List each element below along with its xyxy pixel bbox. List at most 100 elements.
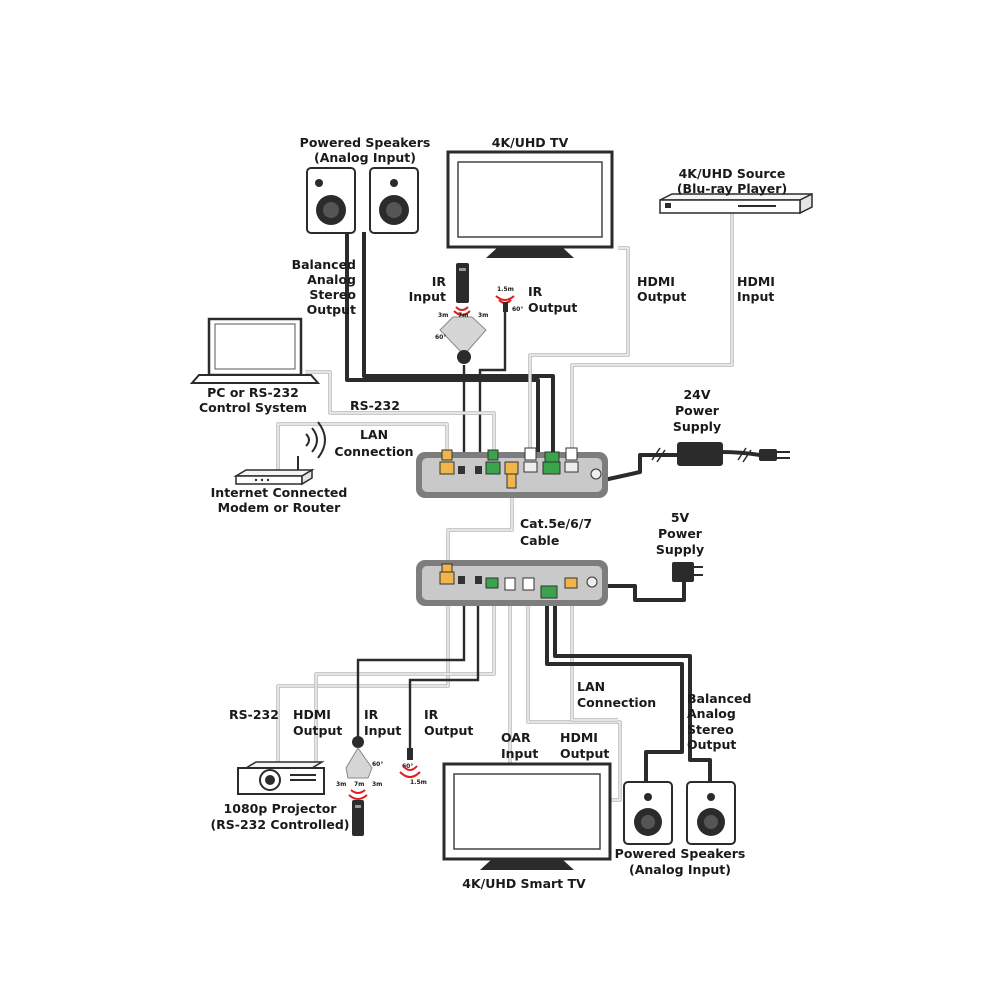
- label-ir-input-top: IR Input: [409, 274, 447, 304]
- svg-text:Output: Output: [687, 737, 736, 752]
- svg-text:IR: IR: [424, 707, 439, 722]
- svg-text:60°: 60°: [512, 306, 523, 313]
- label-cat-cable: Cat.5e/6/7 Cable: [520, 516, 592, 548]
- svg-text:HDMI: HDMI: [293, 707, 331, 722]
- bluray-player: [659, 192, 813, 215]
- svg-text:Analog: Analog: [687, 706, 736, 721]
- receiver-unit: [416, 560, 608, 606]
- top-left-speaker: [306, 167, 356, 234]
- ir-emitter-bottom: 60° 1.5m: [399, 748, 427, 786]
- svg-text:3m: 3m: [478, 312, 488, 319]
- svg-text:Output: Output: [528, 300, 577, 315]
- top-tv: [446, 150, 614, 258]
- svg-text:Connection: Connection: [577, 695, 656, 710]
- svg-text:1080p Projector: 1080p Projector: [224, 801, 338, 816]
- label-projector: 1080p Projector (RS-232 Controlled): [210, 801, 349, 832]
- svg-text:Stereo: Stereo: [309, 287, 356, 302]
- svg-text:Input: Input: [364, 723, 401, 738]
- svg-text:Output: Output: [560, 746, 609, 761]
- cable-bottom-right-speaker: [553, 600, 712, 784]
- svg-text:HDMI: HDMI: [560, 730, 598, 745]
- svg-text:IR: IR: [432, 274, 447, 289]
- label-hdmi-output-top: HDMI Output: [637, 274, 686, 304]
- svg-text:Powered Speakers: Powered Speakers: [615, 846, 746, 861]
- label-balanced-top: Balanced Analog Stereo Output: [292, 257, 357, 317]
- label-smart-tv: 4K/UHD Smart TV: [462, 876, 586, 891]
- label-rs232-top: RS-232: [350, 398, 400, 413]
- audio-out-port: [542, 461, 561, 475]
- svg-text:Output: Output: [293, 723, 342, 738]
- cable-bottom-ir-output: [408, 600, 480, 748]
- svg-text:(RS-232 Controlled): (RS-232 Controlled): [210, 817, 349, 832]
- power-supply-5v: [672, 562, 703, 582]
- ir-signal-icon: [453, 306, 471, 316]
- bottom-speakers: [623, 781, 736, 845]
- svg-text:7m: 7m: [354, 781, 364, 788]
- bottom-right-speaker: [686, 781, 736, 845]
- cable-5v-power: [600, 580, 686, 602]
- svg-text:(Blu-ray Player): (Blu-ray Player): [677, 181, 787, 196]
- svg-text:(Analog Input): (Analog Input): [314, 150, 416, 165]
- svg-text:Output: Output: [307, 302, 356, 317]
- svg-text:3m: 3m: [438, 312, 448, 319]
- smart-tv: [442, 762, 612, 870]
- svg-text:Powered Speakers: Powered Speakers: [300, 135, 431, 150]
- label-ir-output-bottom: IR Output: [424, 707, 473, 738]
- svg-text:1.5m: 1.5m: [497, 286, 514, 293]
- svg-text:Analog: Analog: [307, 272, 356, 287]
- lan-port: [439, 461, 455, 475]
- ir-input-port: [458, 466, 465, 474]
- cable-bottom-left-speaker: [545, 600, 684, 784]
- svg-text:Stereo: Stereo: [687, 722, 734, 737]
- svg-text:Power: Power: [658, 526, 703, 541]
- cable-24v-plug: [721, 450, 761, 457]
- ir-signal-icon: [495, 295, 515, 304]
- label-bottom-speakers: Powered Speakers (Analog Input): [615, 846, 746, 877]
- svg-text:HDMI: HDMI: [737, 274, 775, 289]
- power-port: [590, 468, 602, 480]
- label-power-24v: 24V Power Supply: [673, 387, 721, 434]
- ir-emitter-top: 1.5m 60°: [495, 286, 523, 313]
- svg-text:Balanced: Balanced: [292, 257, 356, 272]
- transmitter-unit: [416, 447, 608, 498]
- top-right-speaker: [369, 167, 419, 234]
- svg-text:Input: Input: [501, 746, 538, 761]
- ir-signal-icon: [348, 789, 368, 800]
- svg-text:1.5m: 1.5m: [410, 779, 427, 786]
- rs232-port: [485, 461, 501, 475]
- svg-text:3m: 3m: [372, 781, 382, 788]
- cable-bottom-ir-input: [356, 600, 466, 742]
- remote-control-icon: [456, 263, 469, 303]
- ir-signal-icon: [399, 765, 421, 778]
- label-lan-bottom: LAN Connection: [577, 679, 656, 710]
- label-ir-output-top: IR Output: [528, 284, 577, 315]
- svg-text:60°: 60°: [372, 761, 383, 768]
- svg-text:LAN: LAN: [577, 679, 605, 694]
- svg-text:4K/UHD Source: 4K/UHD Source: [679, 166, 786, 181]
- label-balanced-bottom: Balanced Analog Stereo Output: [687, 691, 751, 752]
- hdmi-out-port: [523, 461, 538, 473]
- bottom-left-speaker: [623, 781, 673, 845]
- cable-top-hdmi-output: [528, 246, 630, 457]
- label-hdmi-input-top: HDMI Input: [737, 274, 775, 304]
- ir-output-port: [475, 466, 482, 474]
- top-speakers: [306, 167, 419, 234]
- svg-text:Cable: Cable: [520, 533, 559, 548]
- svg-text:(Analog Input): (Analog Input): [629, 862, 731, 877]
- remote-control-icon: [352, 800, 364, 836]
- label-hdmi-output-bottom2: HDMI Output: [560, 730, 609, 761]
- svg-text:Modem or Router: Modem or Router: [218, 500, 341, 515]
- label-ir-input-bottom: IR Input: [364, 707, 401, 738]
- svg-text:Connection: Connection: [334, 444, 413, 459]
- svg-text:Balanced: Balanced: [687, 691, 751, 706]
- svg-text:Output: Output: [424, 723, 473, 738]
- label-power-5v: 5V Power Supply: [656, 510, 704, 557]
- svg-text:Supply: Supply: [673, 419, 721, 434]
- ir-receiver-bottom: 60° 3m 7m 3m: [336, 736, 383, 836]
- label-top-speakers: Powered Speakers (Analog Input): [300, 135, 431, 165]
- svg-text:HDMI: HDMI: [637, 274, 675, 289]
- svg-text:Power: Power: [675, 403, 720, 418]
- power-supply-24v: [651, 442, 790, 466]
- cable-top-left-speaker: [345, 232, 540, 457]
